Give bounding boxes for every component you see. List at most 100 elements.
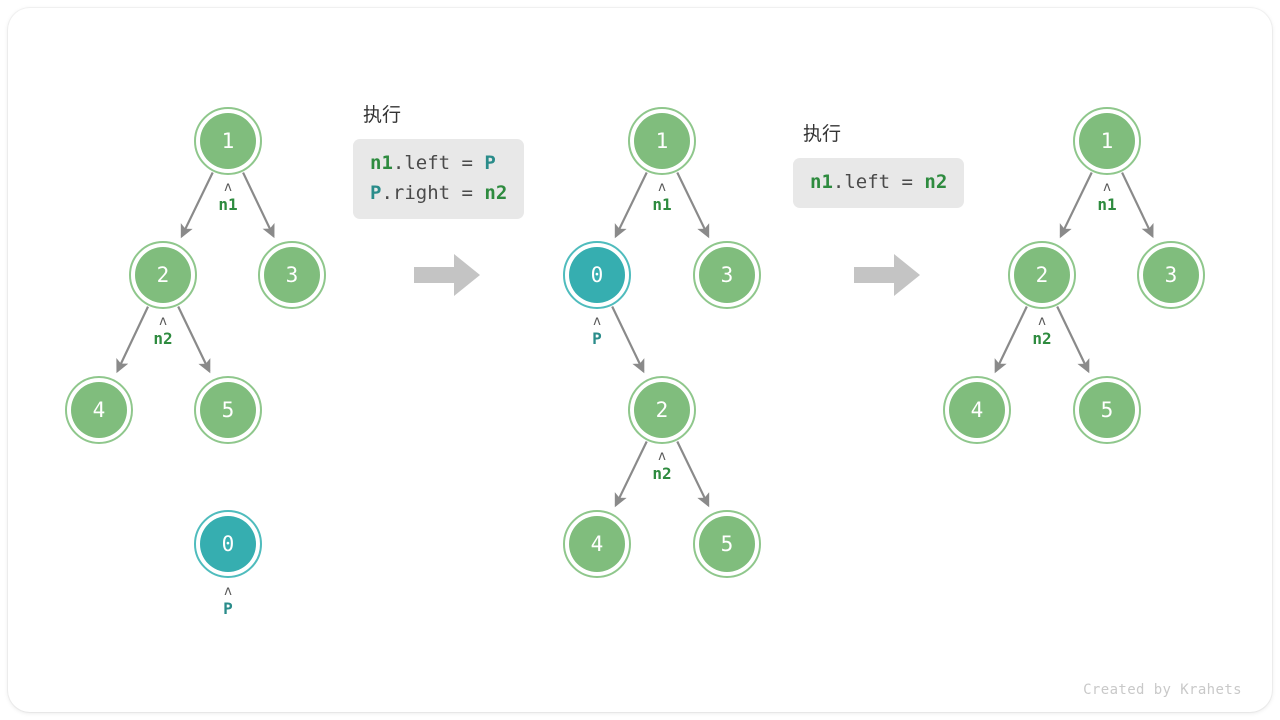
tree-node: 5 bbox=[693, 510, 761, 578]
code-token: n1 bbox=[810, 171, 833, 193]
pointer-name: P bbox=[223, 599, 233, 618]
transition-arrow-icon bbox=[854, 254, 920, 296]
node-value: 4 bbox=[970, 397, 984, 422]
tree-edge bbox=[180, 172, 214, 239]
node-value: 4 bbox=[590, 531, 604, 556]
code-token: n2 bbox=[924, 171, 948, 193]
node-ring bbox=[129, 241, 197, 309]
pointer-name: n2 bbox=[1032, 329, 1052, 348]
node-ring bbox=[1137, 241, 1205, 309]
tree-node: 1 bbox=[194, 107, 262, 175]
caret-icon: ʌ bbox=[658, 449, 666, 464]
transition-arrow-icon bbox=[414, 254, 480, 296]
tree-edge bbox=[614, 441, 648, 508]
tree-edge bbox=[676, 172, 710, 239]
tree-node: 2 bbox=[1008, 241, 1076, 309]
node-ring bbox=[1073, 376, 1141, 444]
tree-edge bbox=[177, 306, 211, 374]
tree-node: 4 bbox=[943, 376, 1011, 444]
pointer-name: n1 bbox=[218, 195, 238, 214]
node-ring bbox=[1073, 107, 1141, 175]
code-line: n1.left = P bbox=[370, 148, 507, 178]
node-ring bbox=[65, 376, 133, 444]
tree-edge bbox=[611, 306, 645, 374]
tree-node: 1 bbox=[628, 107, 696, 175]
tree-node: 1 bbox=[1073, 107, 1141, 175]
node-value: 3 bbox=[1164, 262, 1178, 287]
code-token: .left = bbox=[832, 171, 925, 193]
step-2-caption: 执行 bbox=[803, 123, 842, 145]
node-ring bbox=[258, 241, 326, 309]
caret-icon: ʌ bbox=[224, 584, 232, 599]
code-token: P bbox=[484, 152, 496, 174]
tree-edge bbox=[242, 172, 275, 239]
node-value: 0 bbox=[221, 531, 235, 556]
node-ring bbox=[194, 107, 262, 175]
caret-icon: ʌ bbox=[1038, 314, 1046, 329]
pointer-name: n2 bbox=[153, 329, 173, 348]
tree-node: 4 bbox=[65, 376, 133, 444]
code-line: P.right = n2 bbox=[370, 178, 507, 208]
tree-node: 3 bbox=[258, 241, 326, 309]
node-ring bbox=[563, 510, 631, 578]
node-value: 2 bbox=[156, 262, 170, 287]
tree-node: 0 bbox=[194, 510, 262, 578]
credit-text: Created by Krahets bbox=[1083, 682, 1242, 698]
node-ring bbox=[693, 510, 761, 578]
node-value: 5 bbox=[221, 397, 235, 422]
node-value: 1 bbox=[1100, 128, 1114, 153]
node-value: 5 bbox=[1100, 397, 1114, 422]
node-ring bbox=[628, 107, 696, 175]
tree-node: 0 bbox=[563, 241, 631, 309]
node-value: 2 bbox=[655, 397, 669, 422]
caret-icon: ʌ bbox=[593, 314, 601, 329]
node-value: 3 bbox=[720, 262, 734, 287]
code-token: .left = bbox=[392, 152, 485, 174]
tree-edges bbox=[116, 172, 1154, 508]
node-ring bbox=[1008, 241, 1076, 309]
tree-node: 2 bbox=[129, 241, 197, 309]
tree-edge bbox=[614, 172, 648, 239]
node-value: 1 bbox=[221, 128, 235, 153]
tree-node: 5 bbox=[1073, 376, 1141, 444]
node-value: 2 bbox=[1035, 262, 1049, 287]
node-ring bbox=[194, 376, 262, 444]
tree-edge bbox=[1059, 172, 1093, 239]
caret-icon: ʌ bbox=[658, 180, 666, 195]
node-value: 4 bbox=[92, 397, 106, 422]
step-2-code-box: n1.left = n2 bbox=[793, 158, 965, 208]
tree-node: 3 bbox=[693, 241, 761, 309]
code-line: n1.left = n2 bbox=[810, 167, 947, 197]
node-value: 5 bbox=[720, 531, 734, 556]
pointer-name: P bbox=[592, 329, 602, 348]
node-ring bbox=[194, 510, 262, 578]
caret-icon: ʌ bbox=[159, 314, 167, 329]
node-ring bbox=[563, 241, 631, 309]
node-ring bbox=[943, 376, 1011, 444]
tree-node: 3 bbox=[1137, 241, 1205, 309]
tree-edge bbox=[116, 306, 150, 374]
tree-edge bbox=[994, 306, 1028, 374]
tree-node: 4 bbox=[563, 510, 631, 578]
tree-node: 5 bbox=[194, 376, 262, 444]
code-token: n2 bbox=[484, 182, 508, 204]
node-value: 1 bbox=[655, 128, 669, 153]
node-ring bbox=[693, 241, 761, 309]
tree-edge bbox=[1121, 172, 1154, 239]
step-1-caption: 执行 bbox=[363, 104, 402, 126]
node-value: 0 bbox=[590, 262, 604, 287]
tree-edge bbox=[1056, 306, 1090, 374]
node-ring bbox=[628, 376, 696, 444]
pointer-name: n1 bbox=[1097, 195, 1117, 214]
code-token: P bbox=[370, 182, 382, 204]
pointer-name: n1 bbox=[652, 195, 672, 214]
